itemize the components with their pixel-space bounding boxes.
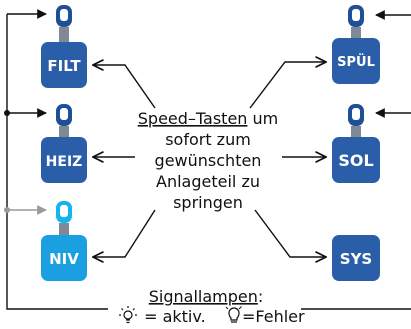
spul-button-label: SPÜL [337, 54, 375, 70]
signal-lamp-legend: Signallampen: = aktiv. =Fehler [119, 287, 305, 326]
svg-text:=Fehler: =Fehler [242, 307, 305, 326]
svg-text:Anlageteil zu: Anlageteil zu [156, 172, 260, 191]
arrow-to-spul [249, 62, 326, 109]
sol-button-label: SOL [338, 151, 373, 170]
svg-text:springen: springen [173, 193, 243, 212]
spul-speed-key[interactable]: SPÜL [332, 5, 380, 84]
svg-text:= aktiv.: = aktiv. [139, 307, 211, 326]
sys-button-label: SYS [340, 250, 372, 268]
niv-button-label: NIV [49, 250, 79, 268]
legend-title: Signallampen [149, 287, 258, 306]
arrow-to-niv [93, 209, 156, 257]
lamp-error-icon [225, 306, 242, 323]
sys-speed-key[interactable]: SYS [332, 235, 380, 281]
right-connector-lines [301, 10, 411, 310]
sol-speed-key[interactable]: SOL [332, 104, 380, 183]
center-description: Speed–Tasten um sofort zum gewünschten A… [138, 109, 279, 212]
pointer-arrows [93, 62, 326, 257]
arrow-to-sys [254, 209, 326, 257]
niv-speed-key[interactable]: NIV [41, 201, 87, 281]
svg-text:Signallampen:: Signallampen: [149, 287, 264, 306]
lamp-active-icon [119, 306, 137, 324]
filt-speed-key[interactable]: FILT [41, 5, 87, 88]
svg-text:sofort zum: sofort zum [165, 130, 251, 149]
niv-gray-connector [4, 205, 47, 215]
junction-dot-left [4, 110, 10, 116]
arrow-to-filt [93, 65, 156, 109]
svg-text:gewünschten: gewünschten [155, 151, 262, 170]
speed-keys-term: Speed–Tasten [138, 109, 248, 128]
heiz-button-label: HEIZ [46, 154, 83, 170]
filt-button-label: FILT [47, 57, 81, 75]
heiz-speed-key[interactable]: HEIZ [41, 104, 87, 183]
svg-text:Speed–Tasten um: Speed–Tasten um [138, 109, 279, 128]
